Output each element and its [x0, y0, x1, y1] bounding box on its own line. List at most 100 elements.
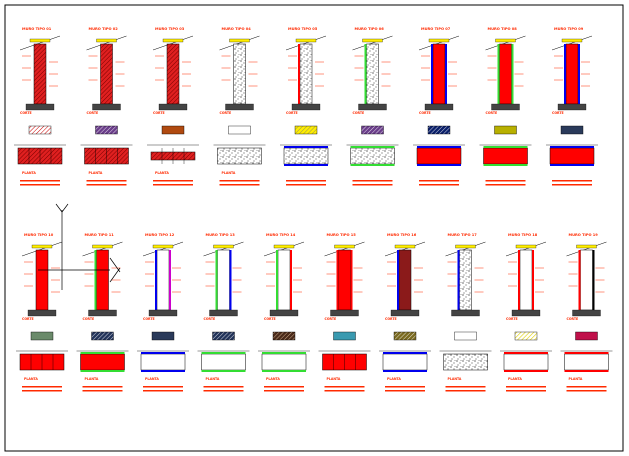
note-line: [552, 180, 592, 182]
break-line: [485, 35, 526, 51]
note-line: [385, 386, 425, 388]
footing: [209, 309, 238, 317]
wall-type-title: MURO TIPO 12: [145, 233, 175, 237]
material-swatch: [212, 331, 235, 341]
section-label: CORTE: [20, 111, 32, 115]
material-swatch: [28, 125, 52, 135]
plan-finish-bottom: [417, 164, 461, 166]
top-plate: [213, 244, 234, 249]
break-line: [152, 35, 194, 51]
note-line: [86, 180, 127, 182]
top-plate: [394, 244, 416, 249]
note-line: [219, 180, 260, 182]
plan-view: [416, 147, 462, 165]
section-label: CORTE: [83, 317, 95, 321]
wall-type-title: MURO TIPO 07: [421, 27, 451, 31]
wall-core: [519, 249, 533, 311]
break-line: [263, 241, 305, 257]
top-plate: [295, 38, 317, 43]
note-line: [203, 390, 244, 392]
wall-core: [100, 43, 113, 105]
plan-view: [217, 147, 262, 165]
plan-view: [201, 353, 246, 371]
wall-core: [366, 43, 379, 105]
plan-view: [443, 353, 488, 371]
break-line: [324, 241, 365, 257]
wall-core: [233, 43, 246, 105]
wall-type-cell: MURO TIPO 11 CORTE PLANTA: [76, 233, 129, 392]
right-finish: [169, 250, 171, 310]
left-finish: [497, 44, 500, 104]
wall-core: [217, 249, 230, 311]
material-swatch: [393, 331, 417, 341]
note-line: [82, 390, 123, 392]
plan-label: PLANTA: [85, 377, 99, 381]
plan-finish-bottom: [141, 370, 185, 372]
top-plate: [96, 38, 117, 43]
wall-type-title: MURO TIPO 05: [288, 27, 318, 31]
wall-type-title: MURO TIPO 17: [448, 233, 478, 237]
wall-type-title: MURO TIPO 06: [355, 27, 385, 31]
section-label: CORTE: [486, 111, 498, 115]
material-swatch: [91, 331, 114, 341]
wall-type-title: MURO TIPO 15: [327, 233, 357, 237]
break-line: [285, 35, 327, 51]
left-finish: [431, 44, 433, 104]
wall-core: [580, 249, 593, 311]
plan-label: PLANTA: [155, 171, 169, 175]
sheet-border: [4, 4, 624, 452]
break-line: [352, 35, 393, 51]
wall-core: [33, 43, 47, 105]
plan-finish-top: [80, 352, 125, 354]
top-plate: [455, 244, 476, 249]
plan-view: [382, 353, 428, 371]
note-line: [286, 180, 326, 182]
note-line: [153, 184, 193, 186]
left-finish: [215, 250, 218, 310]
footing: [572, 309, 601, 317]
material-swatch: [560, 125, 584, 135]
note-line: [22, 386, 62, 388]
note-line: [219, 184, 260, 186]
note-line: [385, 390, 425, 392]
top-plate: [576, 244, 597, 249]
break-line: [445, 241, 486, 257]
note-line: [445, 390, 486, 392]
right-finish: [578, 44, 580, 104]
footing: [25, 103, 55, 111]
wall-core: [459, 249, 472, 311]
material-swatch: [30, 331, 54, 341]
section-label: CORTE: [506, 317, 518, 321]
plan-label: PLANTA: [569, 377, 583, 381]
material-swatch: [151, 331, 175, 341]
section-cut-marker: [38, 203, 121, 290]
wall-core: [35, 249, 49, 311]
wall-type-title: MURO TIPO 14: [266, 233, 296, 237]
left-finish: [298, 44, 300, 104]
wall-core: [565, 43, 579, 105]
top-plate: [229, 38, 250, 43]
top-plate: [428, 38, 450, 43]
right-finish: [290, 250, 292, 310]
section-label: CORTE: [353, 111, 365, 115]
top-plate: [152, 244, 174, 249]
plan-finish-top: [504, 352, 548, 354]
wall-type-title: MURO TIPO 08: [488, 27, 518, 31]
plan-finish-top: [201, 352, 246, 354]
wall-type-title: MURO TIPO 11: [85, 233, 115, 237]
wall-type-title: MURO TIPO 01: [22, 27, 52, 31]
left-finish: [94, 250, 97, 310]
wall-type-title: MURO TIPO 04: [222, 27, 252, 31]
break-line: [86, 35, 127, 51]
plan-finish-top: [550, 146, 594, 148]
plan-finish-bottom: [564, 370, 609, 372]
note-line: [506, 386, 546, 388]
plan-finish-top: [383, 352, 427, 354]
